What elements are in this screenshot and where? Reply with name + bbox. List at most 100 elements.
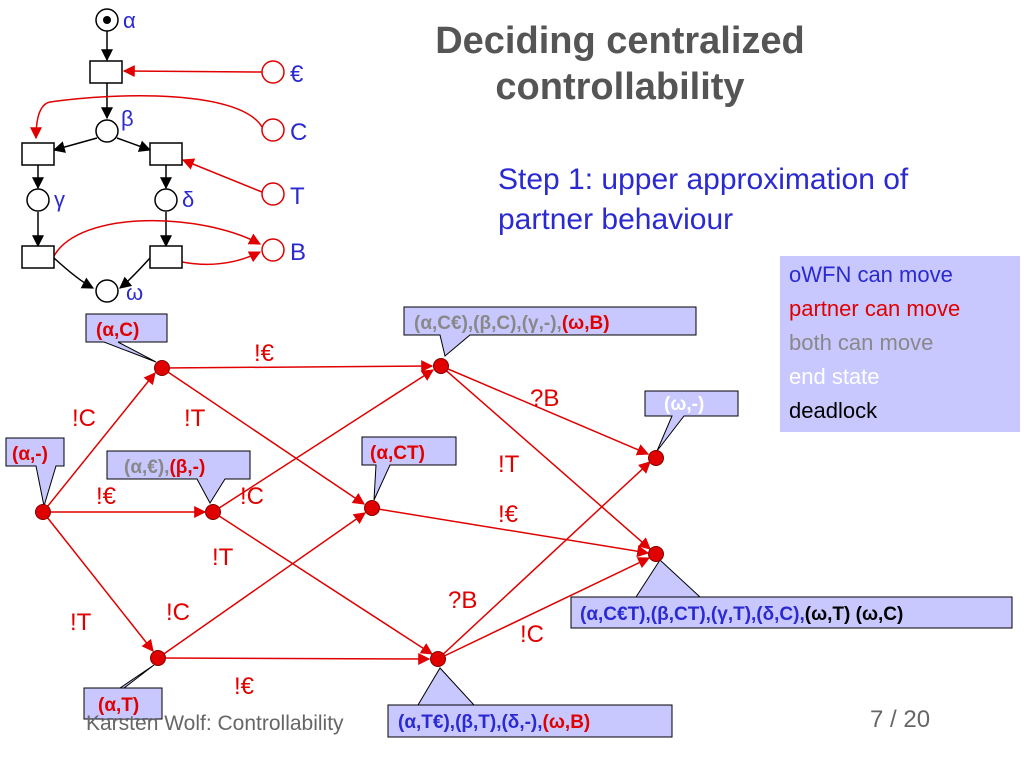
- callout-ceuro-text: (α,C€),(β,C),(γ,-),(ω,B): [414, 313, 610, 334]
- graph-edges: [42, 360, 651, 665]
- callout-segment: (ω,B): [543, 712, 591, 733]
- callout-segment: (α,€),: [124, 457, 169, 478]
- callout-c-box: [85, 313, 168, 363]
- place-T: [261, 182, 285, 206]
- petri-net: α β γ δ ω € C T B: [21, 8, 307, 305]
- edge-euro-teuro: [212, 511, 434, 655]
- place-C: [261, 118, 285, 142]
- callout-segment: (α,C): [96, 320, 139, 341]
- callout-dead-text: (α,C€T),(β,CT),(γ,T),(δ,C),(ω,T) (ω,C): [580, 604, 903, 625]
- edge-label-ceuro-dead: !T: [498, 451, 520, 478]
- callout-end-box: [644, 390, 739, 452]
- edge-ceuro-dead: [440, 365, 651, 550]
- callout-segment: (ω,-): [664, 394, 704, 415]
- transition-t1: [89, 60, 123, 84]
- edge-label-euro-ceuro: !C: [240, 483, 264, 510]
- legend-item: both can move: [789, 330, 934, 355]
- state-deadlock: [648, 546, 664, 562]
- slide-title: Deciding centralized controllability: [380, 18, 860, 110]
- edge-t-teuro: [157, 652, 431, 665]
- callout-init-box: [5, 437, 65, 507]
- title-line-2: controllability: [495, 66, 745, 108]
- place-gamma: [26, 188, 50, 212]
- label-euro: €: [290, 61, 304, 88]
- callout-segment: (α,T): [98, 695, 139, 716]
- callout-segment: (α,C€),(β,C),(γ,-),: [414, 313, 562, 334]
- state-euro: [205, 504, 221, 520]
- place-B: [261, 238, 285, 262]
- callout-teuro-text: (α,T€),(β,T),(δ,-),(ω,B): [398, 712, 590, 733]
- callout-t-text: (α,T): [98, 695, 139, 716]
- subtitle-line-1: Step 1: upper approximation of: [498, 163, 909, 196]
- edge-label-ceuro-end: ?B: [530, 385, 559, 412]
- edge-label-t-teuro: !€: [234, 673, 255, 700]
- edge-c-ct: [161, 367, 365, 505]
- label-B: B: [290, 239, 306, 266]
- legend-item: end state: [789, 364, 880, 389]
- callout-c-text: (α,C): [96, 320, 139, 341]
- transition-t4: [21, 245, 55, 269]
- edge-label-init-euro: !€: [96, 483, 117, 510]
- callout-segment: (α,-): [12, 444, 48, 465]
- callout-segment: (α,T€),(β,T),(δ,-),: [398, 712, 543, 733]
- place-euro: [261, 60, 285, 84]
- callout-end-text: (ω,-): [664, 394, 704, 415]
- page-number: 7 / 20: [870, 706, 931, 733]
- token: [103, 16, 111, 24]
- callout-segment: (β,-): [169, 457, 205, 478]
- place-beta: [95, 119, 119, 143]
- callout-ct-box: [361, 436, 457, 501]
- edge-label-euro-teuro: !T: [212, 544, 234, 571]
- callout-segment: (ω,B): [562, 313, 610, 334]
- callout-ct-text: (α,CT): [370, 443, 425, 464]
- callout-t-box: [83, 664, 163, 720]
- slide-subtitle: Step 1: upper approximation of partner b…: [498, 160, 998, 240]
- callout-segment: (α,C€T),(β,CT),(γ,T),(δ,C),: [580, 604, 805, 625]
- place-omega: [95, 279, 119, 303]
- transition-t3: [149, 142, 183, 166]
- legend-item: partner can move: [789, 296, 961, 321]
- edge-teuro-dead: [437, 557, 651, 660]
- edge-label-init-c: !C: [72, 405, 96, 432]
- edge-label-c-ceuro: !€: [254, 340, 275, 367]
- label-alpha: α: [123, 8, 136, 33]
- net-arcs: [32, 31, 172, 289]
- state-teuro: [430, 651, 446, 667]
- state-end: [648, 450, 664, 466]
- edge-init-c: [42, 372, 156, 513]
- edge-label-teuro-end: ?B: [448, 587, 477, 614]
- state-c: [154, 360, 170, 376]
- callout-ceuro-box: [403, 306, 697, 357]
- legend-item: deadlock: [789, 398, 878, 423]
- place-delta: [154, 188, 178, 212]
- edge-label-init-t: !T: [70, 609, 92, 636]
- label-C: C: [290, 119, 307, 146]
- graph-states: [35, 358, 664, 667]
- legend-box: oWFN can move partner can move both can …: [780, 256, 1020, 432]
- label-beta: β: [121, 106, 134, 131]
- transition-t2: [21, 142, 55, 166]
- edge-label-c-ct: !T: [184, 405, 206, 432]
- transition-t5: [149, 245, 183, 269]
- callout-euro-text: (α,€),(β,-): [124, 457, 205, 478]
- edge-label-teuro-dead: !C: [520, 621, 544, 648]
- callout-euro-box: [106, 450, 251, 504]
- state-ct: [364, 500, 380, 516]
- edge-ceuro-end: [440, 365, 650, 456]
- edge-euro-ceuro: [212, 369, 435, 513]
- edge-teuro-end: [437, 461, 651, 660]
- label-omega: ω: [126, 280, 143, 305]
- edge-ct-dead: [371, 507, 650, 558]
- callout-dead-box: [570, 559, 1013, 629]
- edge-t-ct: [157, 512, 366, 659]
- edge-c-ceuro: [161, 360, 434, 373]
- label-T: T: [290, 183, 305, 210]
- state-t: [150, 650, 166, 666]
- title-line-1: Deciding centralized: [435, 20, 805, 62]
- footer-author: Karsten Wolf: Controllability: [86, 712, 344, 735]
- state-init: [35, 504, 51, 520]
- edge-init-t: [42, 511, 154, 652]
- legend-item: oWFN can move: [789, 262, 953, 287]
- callout-segment: (ω,T) (ω,C): [805, 604, 904, 625]
